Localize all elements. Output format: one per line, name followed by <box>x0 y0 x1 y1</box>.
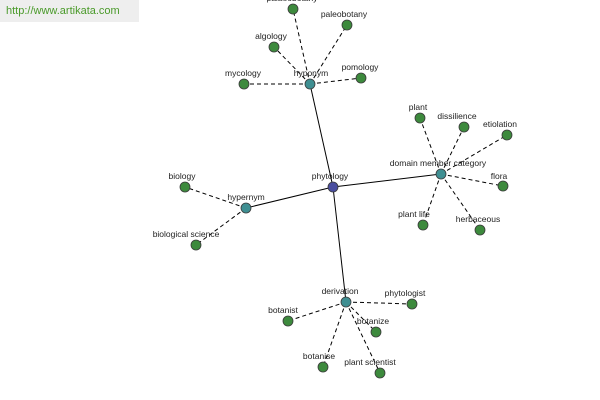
node-label-herbaceous[interactable]: herbaceous <box>456 214 500 224</box>
node-herbaceous[interactable] <box>474 224 486 236</box>
node-label-dissilience[interactable]: dissilience <box>437 111 476 121</box>
node-mycology[interactable] <box>238 78 250 90</box>
node-hyponym[interactable] <box>304 78 316 90</box>
node-label-phytology[interactable]: phytology <box>312 171 349 181</box>
node-label-derivation[interactable]: derivation <box>322 286 359 296</box>
edge-domain-dissilience <box>440 126 465 175</box>
edge-domain-plant <box>419 117 442 175</box>
node-flora[interactable] <box>497 180 509 192</box>
edge-derivation-plantscientist <box>345 301 381 374</box>
node-label-botanise[interactable]: botanise <box>303 351 335 361</box>
node-label-plantscientist[interactable]: plant scientist <box>344 357 396 367</box>
node-algology[interactable] <box>268 41 280 53</box>
node-label-mycology[interactable]: mycology <box>225 68 262 78</box>
node-label-hypernym[interactable]: hypernym <box>227 192 264 202</box>
node-etiolation[interactable] <box>501 129 513 141</box>
node-label-phytologist[interactable]: phytologist <box>385 288 426 298</box>
node-dissilience[interactable] <box>458 121 470 133</box>
node-label-paleobotany[interactable]: paleobotany <box>321 9 368 19</box>
labels-layer: phytology hyponym domain member category hy… <box>153 0 518 367</box>
edge-phytology-domain <box>332 173 442 188</box>
edge-derivation-botanise <box>322 301 347 368</box>
node-hypernym[interactable] <box>240 202 252 214</box>
node-label-botanist[interactable]: botanist <box>268 305 298 315</box>
edge-hypernym-biology <box>184 186 247 209</box>
node-label-botanize[interactable]: botanize <box>357 316 389 326</box>
edge-domain-etiolation <box>440 134 508 175</box>
node-biosci[interactable] <box>190 239 202 251</box>
node-plantscientist[interactable] <box>374 367 386 379</box>
site-url-watermark[interactable]: http://www.artikata.com <box>0 0 139 22</box>
edge-phytology-hypernym <box>245 186 334 209</box>
node-label-etiolation[interactable]: etiolation <box>483 119 517 129</box>
edge-hyponym-palaeobotany <box>292 8 311 85</box>
node-derivation[interactable] <box>340 296 352 308</box>
node-label-biosci[interactable]: biological science <box>153 229 220 239</box>
node-phytologist[interactable] <box>406 298 418 310</box>
edge-derivation-phytologist <box>345 301 413 305</box>
node-pomology[interactable] <box>355 72 367 84</box>
edges-layer <box>184 8 508 374</box>
node-label-plant[interactable]: plant <box>409 102 428 112</box>
node-label-palaeobotany[interactable]: palaeobotany <box>266 0 318 3</box>
node-domain[interactable] <box>435 168 447 180</box>
edge-domain-herbaceous <box>440 173 481 231</box>
node-label-pomology[interactable]: pomology <box>342 62 380 72</box>
edge-derivation-botanize <box>345 301 377 333</box>
edge-phytology-hyponym <box>309 83 334 188</box>
node-botanize[interactable] <box>370 326 382 338</box>
node-label-domain[interactable]: domain member category <box>390 158 487 168</box>
edge-hyponym-paleobotany <box>309 24 348 85</box>
node-botanist[interactable] <box>282 315 294 327</box>
node-label-algology[interactable]: algology <box>255 31 287 41</box>
node-plantlife[interactable] <box>417 219 429 231</box>
node-label-plantlife[interactable]: plant life <box>398 209 430 219</box>
node-phytology[interactable] <box>327 181 339 193</box>
node-biology[interactable] <box>179 181 191 193</box>
edge-hypernym-biosci <box>195 207 247 246</box>
edge-domain-plantlife <box>422 173 442 226</box>
edge-domain-flora <box>440 173 504 187</box>
node-label-biology[interactable]: biology <box>169 171 197 181</box>
edge-phytology-derivation <box>332 186 347 303</box>
node-palaeobotany[interactable] <box>287 3 299 15</box>
node-paleobotany[interactable] <box>341 19 353 31</box>
node-botanise[interactable] <box>317 361 329 373</box>
node-label-hyponym[interactable]: hyponym <box>294 68 329 78</box>
edge-hyponym-pomology <box>309 77 362 85</box>
nodes-layer <box>179 3 513 379</box>
node-label-flora[interactable]: flora <box>491 171 508 181</box>
edge-derivation-botanist <box>287 301 347 322</box>
node-plant[interactable] <box>414 112 426 124</box>
edge-hyponym-algology <box>273 46 311 85</box>
